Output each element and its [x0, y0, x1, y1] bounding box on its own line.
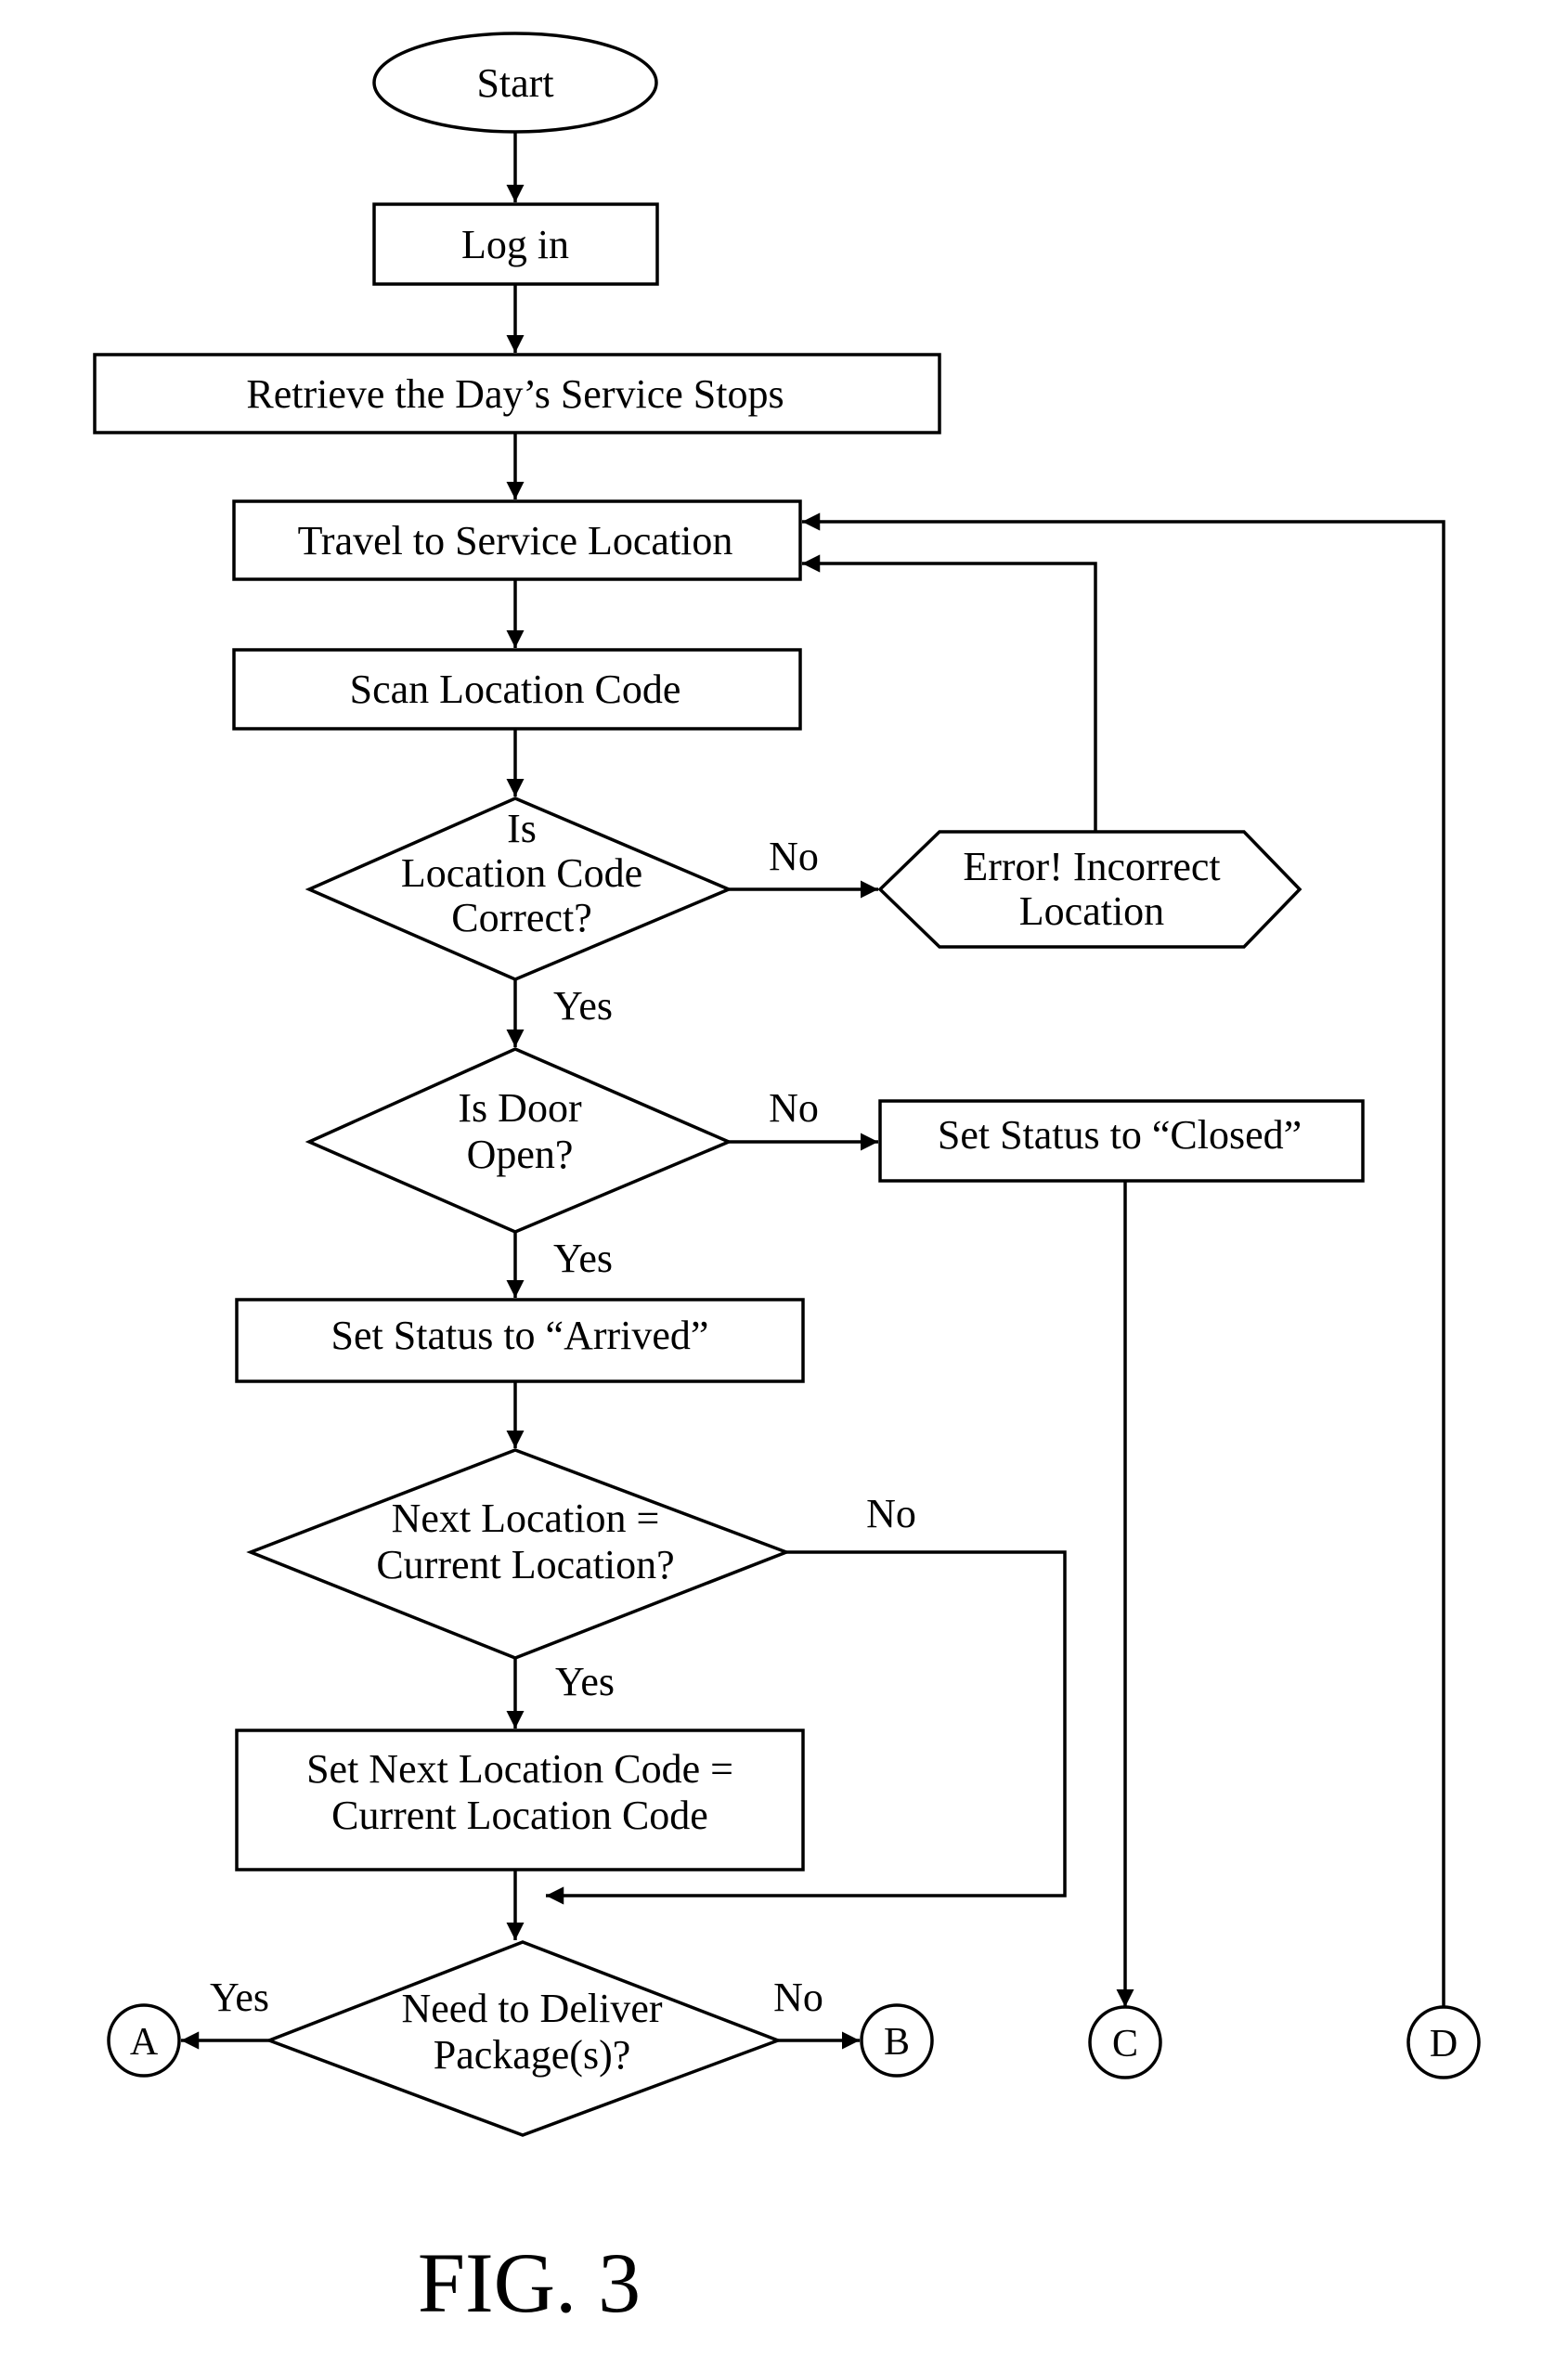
- door-decision-line-1: Is Door: [458, 1085, 582, 1131]
- set-next-line-1: Set Next Location Code =: [306, 1746, 733, 1792]
- arrived-status-label: Set Status to “Arrived”: [331, 1313, 709, 1358]
- door-no-label: No: [769, 1085, 819, 1131]
- retrieve-label: Retrieve the Day’s Service Stops: [246, 371, 784, 417]
- deliver-no-label: No: [773, 1975, 823, 2020]
- next-yes-label: Yes: [555, 1659, 615, 1704]
- login-label: Log in: [461, 222, 569, 267]
- scan-label: Scan Location Code: [350, 667, 681, 712]
- deliver-decision-line-1: Need to Deliver: [402, 1986, 663, 2031]
- location-decision-line-3: Correct?: [451, 895, 591, 940]
- travel-label: Travel to Service Location: [298, 518, 733, 563]
- error-line-2: Location: [1019, 888, 1164, 934]
- next-no-label: No: [866, 1491, 916, 1536]
- error-line-1: Error! Incorrect: [963, 844, 1220, 889]
- connector-d-label: D: [1430, 2023, 1458, 2066]
- set-next-line-2: Current Location Code: [331, 1793, 708, 1838]
- location-decision-line-2: Location Code: [401, 850, 642, 896]
- location-no-label: No: [769, 834, 819, 879]
- connector-c-label: C: [1112, 2023, 1138, 2066]
- connector-a-label: A: [130, 2021, 159, 2064]
- connector-b-label: B: [884, 2021, 910, 2064]
- figure-caption: FIG. 3: [418, 2235, 641, 2330]
- flow-shapes: [95, 33, 1479, 2135]
- next-decision-line-1: Next Location =: [392, 1496, 660, 1541]
- next-decision-line-2: Current Location?: [376, 1542, 674, 1587]
- closed-status-label: Set Status to “Closed”: [938, 1112, 1302, 1158]
- deliver-decision-line-2: Package(s)?: [434, 2032, 631, 2078]
- location-decision-line-1: Is: [507, 806, 537, 851]
- arrow-error-back-to-travel: [802, 563, 1095, 832]
- door-yes-label: Yes: [553, 1236, 613, 1281]
- start-label: Start: [476, 60, 553, 106]
- location-yes-label: Yes: [553, 983, 613, 1029]
- door-decision-line-2: Open?: [467, 1132, 574, 1177]
- deliver-yes-label: Yes: [210, 1975, 269, 2020]
- arrow-d-back-to-travel: [802, 522, 1444, 2007]
